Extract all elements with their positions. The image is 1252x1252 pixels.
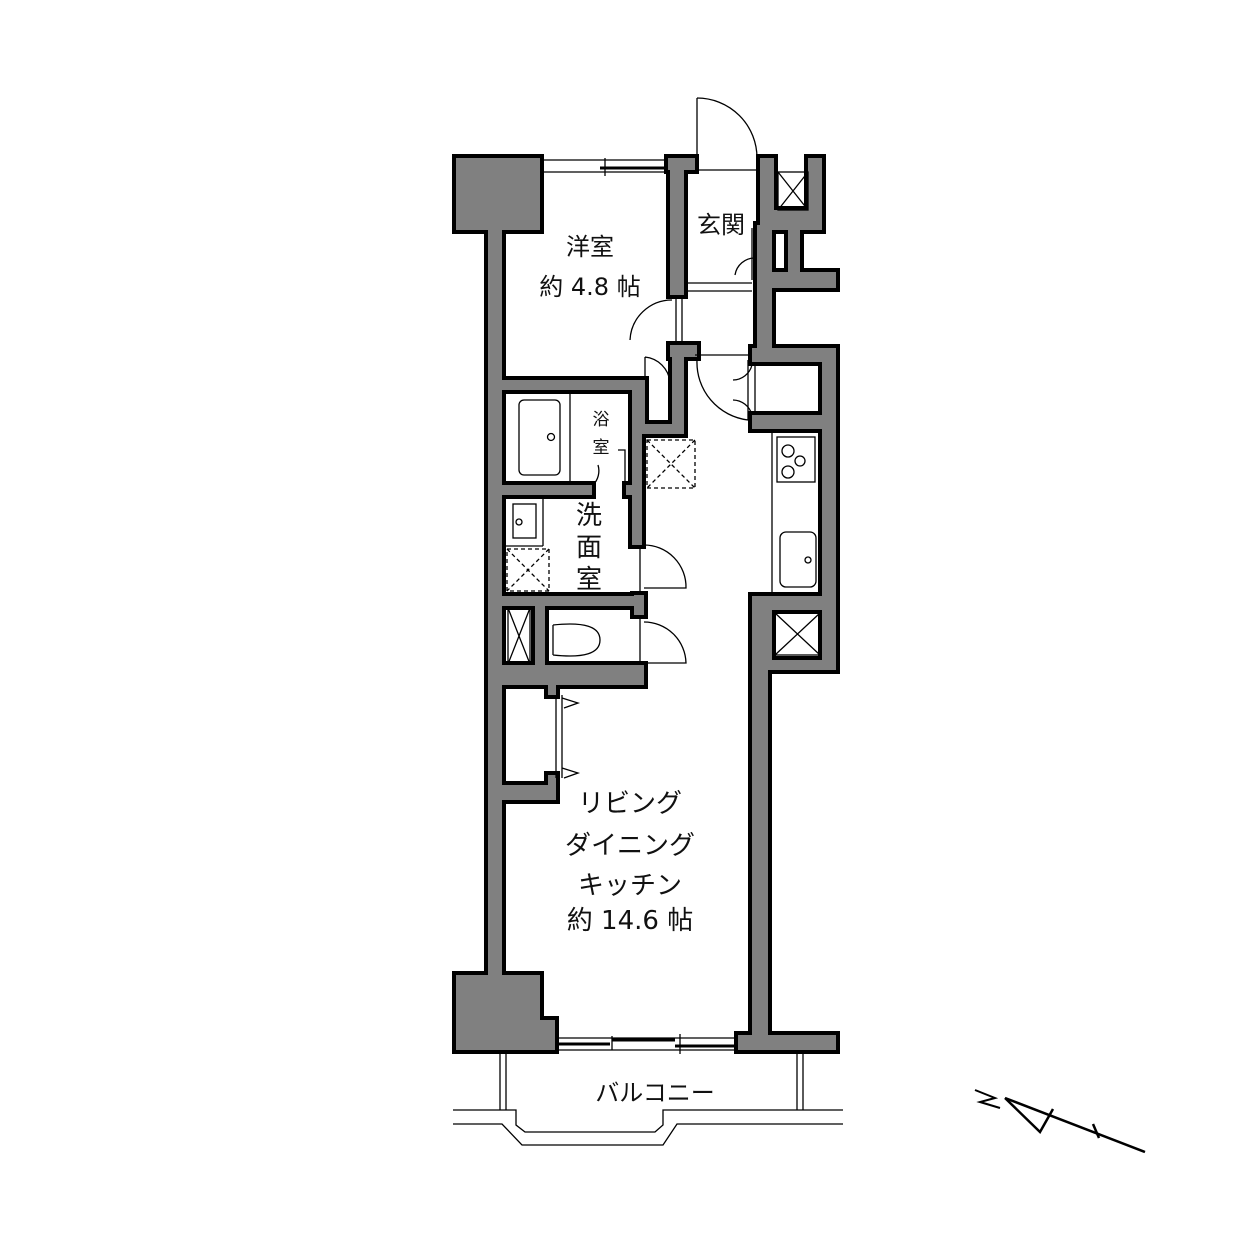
toilet <box>552 623 601 657</box>
bathroom-name-1: 浴 <box>592 410 610 430</box>
washroom-name-3: 室 <box>575 565 602 595</box>
washroom-name-2: 面 <box>575 533 602 563</box>
fridge-space <box>774 612 821 656</box>
ldk-name-1: リビング <box>577 789 682 819</box>
ldk-name-3: キッチン <box>577 871 682 901</box>
toilet-door <box>639 615 687 665</box>
window-bottom <box>555 1034 738 1054</box>
stove <box>776 436 816 483</box>
washer-space <box>506 548 550 592</box>
bathroom-name-2: 室 <box>592 438 610 458</box>
kitchen-sink <box>779 531 817 588</box>
ldk-name-2: ダイニング <box>564 831 695 861</box>
ldk-size: 約 14.6 帖 <box>566 906 694 936</box>
washroom-name-1: 洗 <box>575 501 602 531</box>
western-room-door <box>629 299 673 341</box>
storage-box <box>507 607 531 665</box>
north-arrow-icon <box>974 1089 1146 1154</box>
bathtub <box>518 399 561 476</box>
balcony-railing <box>453 1053 843 1146</box>
hall-door <box>696 359 749 421</box>
wash-basin <box>512 503 537 539</box>
western-room-name: 洋室 <box>566 233 614 261</box>
window-top <box>540 158 668 176</box>
entrance-name: 玄関 <box>697 211 745 239</box>
balcony-name: バルコニー <box>595 1079 715 1107</box>
western-room-size: 約 4.8 帖 <box>539 273 641 301</box>
washroom-door <box>639 544 687 595</box>
entrance-door <box>684 97 758 292</box>
hall-storage-space <box>646 439 696 489</box>
shaft-box <box>777 171 809 211</box>
